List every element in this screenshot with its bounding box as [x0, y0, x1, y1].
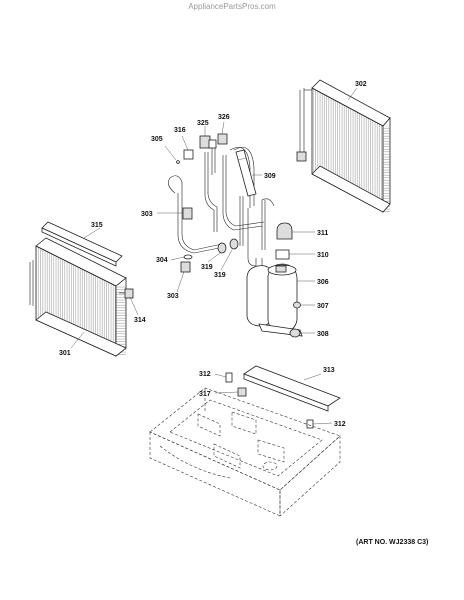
bracket	[237, 387, 247, 397]
callout-315: 315	[91, 222, 103, 229]
base-pan	[149, 387, 341, 517]
bracket-clip-upper	[225, 372, 233, 383]
callout-313: 313	[323, 367, 335, 374]
mounting-bolt	[293, 301, 301, 309]
callout-310: 310	[317, 252, 329, 259]
compressor-grommet	[289, 328, 301, 338]
compressor	[246, 258, 303, 337]
terminal-cover	[276, 222, 293, 240]
washer	[183, 254, 193, 260]
callout-302: 302	[355, 81, 367, 88]
tube-clip-upper	[182, 207, 193, 220]
callout-325: 325	[197, 120, 209, 127]
callout-317: 317	[199, 391, 211, 398]
callout-303b: 303	[167, 293, 179, 300]
callout-301: 301	[59, 350, 71, 357]
art-number: (ART NO. WJ2338 C3)	[356, 539, 429, 546]
callout-308: 308	[317, 331, 329, 338]
condenser-coil	[296, 79, 391, 214]
callout-312b: 312	[334, 421, 346, 428]
callout-304: 304	[156, 257, 168, 264]
callout-303a: 303	[141, 211, 153, 218]
callout-307: 307	[317, 303, 329, 310]
callout-305: 305	[151, 136, 163, 143]
watermark: AppliancePartsPros.com	[188, 2, 276, 11]
bracket-clip-lower	[306, 419, 314, 429]
filter-drier	[235, 149, 257, 197]
callout-314: 314	[134, 317, 146, 324]
refrigerant-tubing	[168, 144, 275, 267]
callout-309: 309	[264, 173, 276, 180]
callout-311: 311	[317, 230, 328, 237]
leader-lines	[70, 87, 358, 425]
callout-326: 326	[218, 114, 230, 121]
grommet-a	[217, 242, 227, 254]
tube-clip-lower	[180, 261, 191, 273]
drain-pan	[243, 365, 341, 412]
service-valve	[176, 133, 228, 164]
callout-319b: 319	[214, 272, 226, 279]
callout-312a: 312	[199, 371, 211, 378]
callout-319a: 319	[201, 264, 213, 271]
terminal-block	[275, 249, 290, 260]
mounting-clip	[119, 288, 134, 299]
callout-306: 306	[317, 279, 329, 286]
callout-316: 316	[174, 127, 186, 134]
evaporator-coil	[29, 237, 127, 357]
grommet-b	[229, 238, 239, 250]
callout-labels: 302 315 301 305 316 325 326 309 303 304 …	[59, 81, 367, 428]
